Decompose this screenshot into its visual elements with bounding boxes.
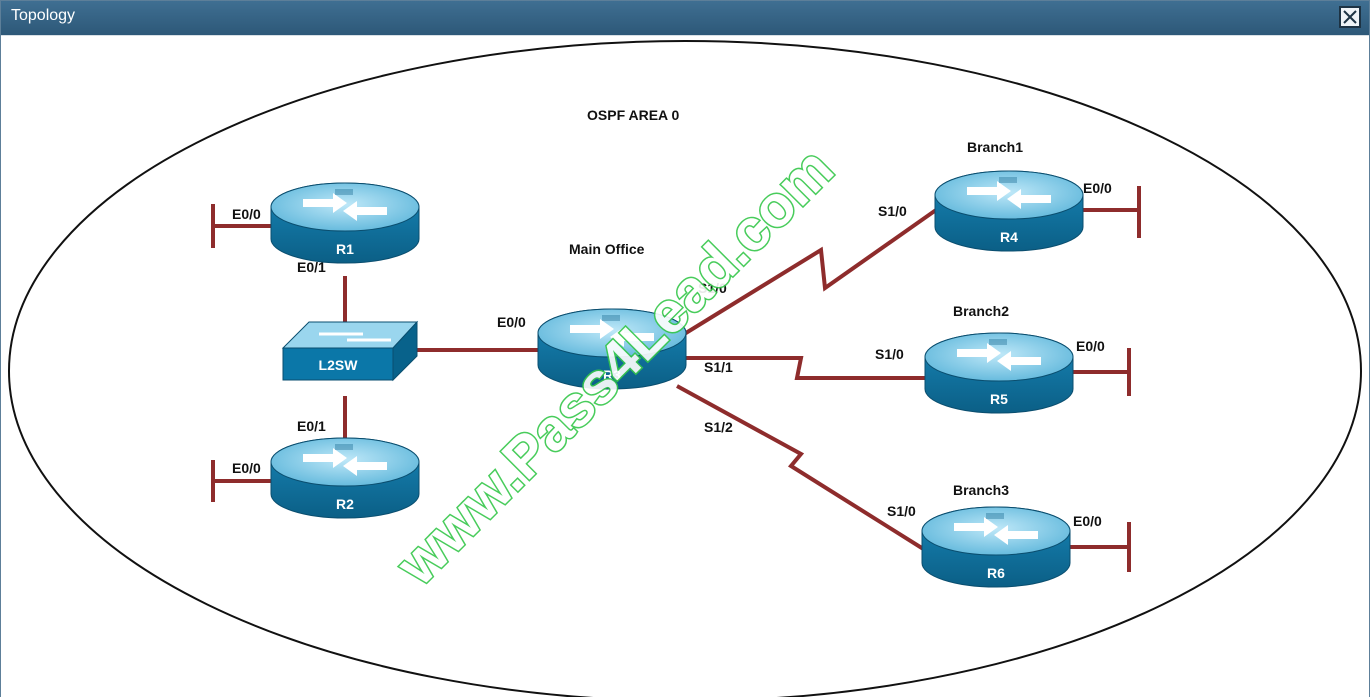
r3-e00-label: E0/0 (497, 314, 526, 330)
r2-e00-label: E0/0 (232, 460, 261, 476)
link-r3-r5 (685, 356, 925, 380)
r6-s10-label: S1/0 (887, 503, 916, 519)
topology-diagram: R1 R2 R3 R4 R5 R6 L2SW OSPF AREA 0 Main … (8, 40, 1362, 697)
l2sw-label: L2SW (319, 357, 359, 373)
r6-e00-label: E0/0 (1073, 513, 1102, 529)
r2-label: R2 (336, 496, 354, 512)
r2-e01-label: E0/1 (297, 418, 326, 434)
watermark-text: www.Pass4Lead.com (384, 136, 846, 598)
r1-label: R1 (336, 241, 354, 257)
close-icon[interactable] (1339, 6, 1361, 28)
router-r2-icon[interactable]: R2 (270, 437, 420, 519)
r3-s11-label: S1/1 (704, 359, 733, 375)
branch2-label: Branch2 (953, 303, 1009, 319)
r5-e00-label: E0/0 (1076, 338, 1105, 354)
branch1-label: Branch1 (967, 139, 1023, 155)
router-r3-icon[interactable]: R3 (537, 308, 687, 390)
r3-label: R3 (603, 367, 621, 383)
router-r5-icon[interactable]: R5 (924, 332, 1074, 414)
r4-s10-label: S1/0 (878, 203, 907, 219)
r3-s12-label: S1/2 (704, 419, 733, 435)
r6-label: R6 (987, 565, 1005, 581)
area-label: OSPF AREA 0 (587, 107, 680, 123)
lan-stubs (211, 186, 1141, 572)
window-title: Topology (11, 7, 76, 24)
r3-s10-label: S1/0 (698, 280, 727, 296)
close-x-icon (1343, 10, 1357, 24)
router-r6-icon[interactable]: R6 (921, 506, 1071, 588)
link-r3-r4 (679, 208, 938, 338)
l2-switch-icon[interactable]: L2SW (281, 320, 419, 382)
links (343, 208, 938, 552)
link-r3-r6 (676, 384, 927, 552)
r4-e00-label: E0/0 (1083, 180, 1112, 196)
r1-e01-label: E0/1 (297, 259, 326, 275)
r5-label: R5 (990, 391, 1008, 407)
router-r4-icon[interactable]: R4 (934, 170, 1084, 252)
r4-label: R4 (1000, 229, 1018, 245)
branch3-label: Branch3 (953, 482, 1009, 498)
router-r1-icon[interactable]: R1 (270, 182, 420, 264)
r5-s10-label: S1/0 (875, 346, 904, 362)
main-office-label: Main Office (569, 241, 645, 257)
topology-canvas: R1 R2 R3 R4 R5 R6 L2SW OSPF AREA 0 Main … (1, 35, 1369, 697)
window-titlebar: Topology (1, 1, 1369, 35)
r1-e00-label: E0/0 (232, 206, 261, 222)
ospf-area-boundary (8, 40, 1362, 697)
